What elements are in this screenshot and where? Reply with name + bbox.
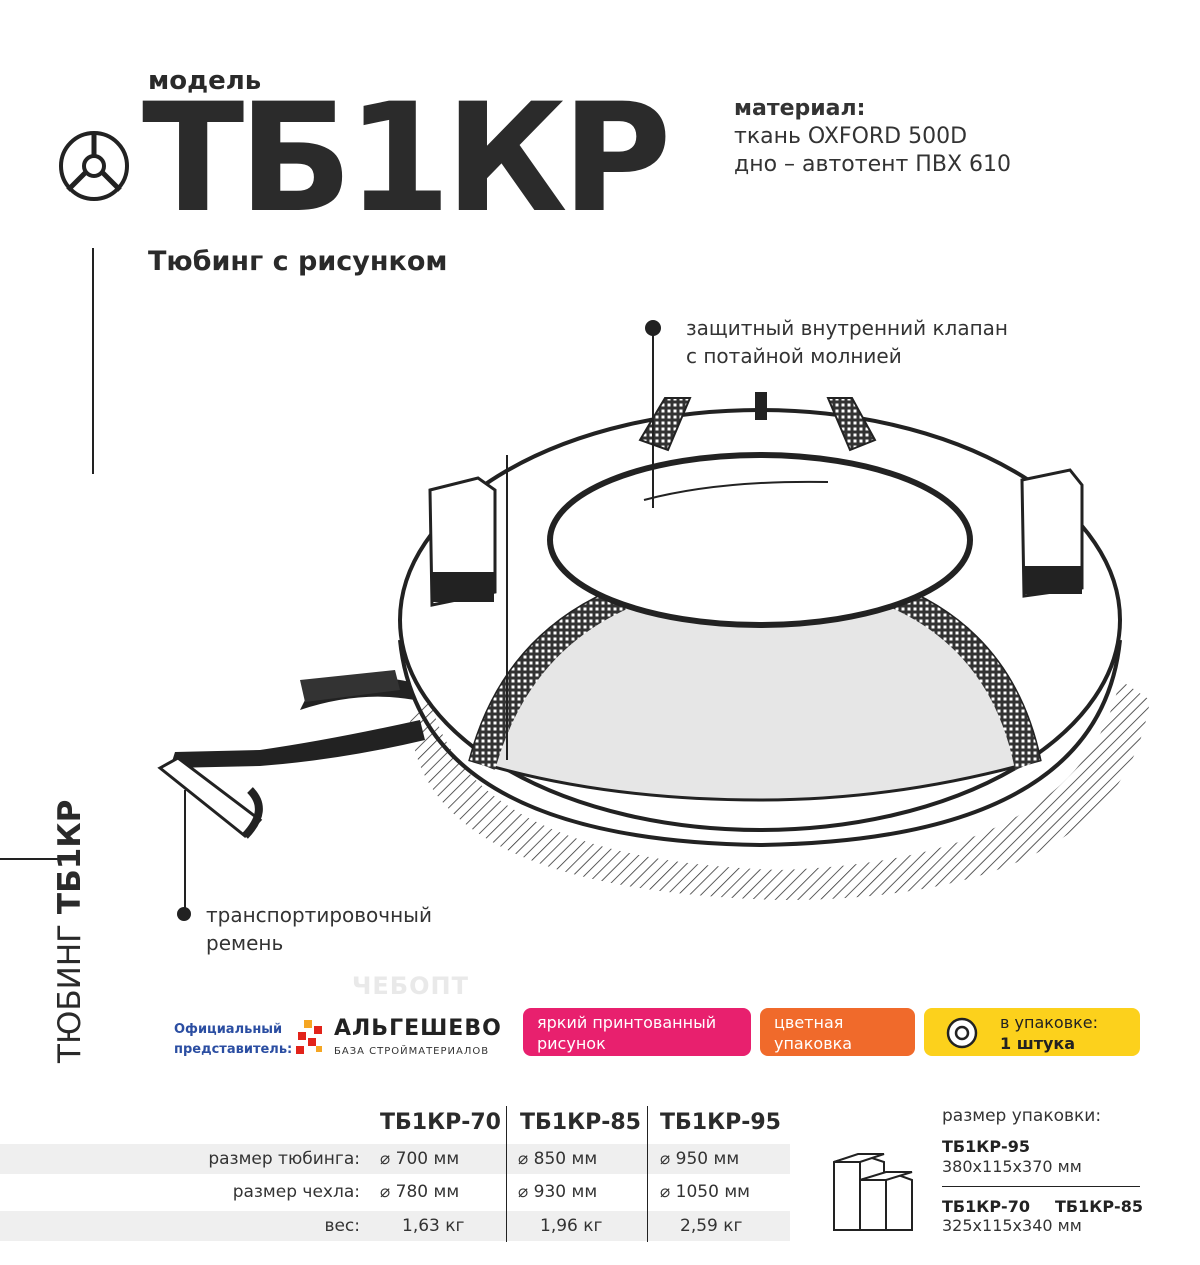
spec-divider-2 <box>647 1106 648 1242</box>
strap-callout-line1: транспортировочный <box>206 903 432 927</box>
official-line2: представитель: <box>174 1042 293 1057</box>
official-dealer-label: Официальный представитель: <box>174 1020 292 1060</box>
diameter-symbol: ⌀ <box>660 1149 671 1169</box>
strap-callout: транспортировочный ремень <box>206 901 432 957</box>
diameter-symbol: ⌀ <box>518 1182 529 1202</box>
valve-pointer-line <box>652 328 654 508</box>
packaging-divider <box>942 1186 1140 1187</box>
product-subtitle: Тюбинг с рисунком <box>148 246 448 277</box>
spec-cell: 1,63 кг <box>402 1216 465 1236</box>
diameter-symbol: ⌀ <box>660 1182 671 1202</box>
right-handle <box>1020 468 1084 598</box>
diameter-symbol: ⌀ <box>380 1182 391 1202</box>
valve-callout-line1: защитный внутренний клапан <box>686 316 1008 340</box>
packaging-title: размер упаковки: <box>942 1106 1102 1126</box>
packaging-model-b2: ТБ1КР-85 <box>1055 1197 1143 1216</box>
packaging-dims-b: 325x115x340 мм <box>942 1216 1082 1235</box>
tubing-shadow <box>410 680 1150 900</box>
spec-value: 1050 мм <box>675 1182 750 1202</box>
packaging-dims-a: 380x115x370 мм <box>942 1157 1082 1176</box>
spec-row-stripe-1 <box>0 1144 790 1174</box>
spec-value: 780 мм <box>395 1182 460 1202</box>
strap-pointer-dot <box>177 907 191 921</box>
strap-callout-line2: ремень <box>206 931 284 955</box>
side-title: ТЮБИНГ ТБ1КР <box>52 800 88 1063</box>
material-bottom: дно – автотент ПВХ 610 <box>734 152 1011 177</box>
color-pack-badge: цветная упаковка <box>760 1008 915 1056</box>
packaging-model-b1: ТБ1КР-70 <box>942 1197 1030 1216</box>
tubing-logo-icon <box>59 131 129 201</box>
spec-row-label-cover: размер чехла: <box>232 1182 360 1202</box>
tubing-center <box>547 452 973 628</box>
dealer-brand: АЛЬГЕШЕВО <box>334 1016 502 1041</box>
spec-cell: ⌀ 780 мм <box>380 1182 459 1202</box>
watermark: ЧЕБОПТ <box>352 972 469 1000</box>
spec-value: 930 мм <box>533 1182 598 1202</box>
spec-col-70: ТБ1КР-70 <box>380 1110 501 1135</box>
spec-cell: ⌀ 1050 мм <box>660 1182 750 1202</box>
valve-callout-line2: с потайной молнией <box>686 344 902 368</box>
valve-callout: защитный внутренний клапан с потайной мо… <box>686 314 1008 370</box>
model-label: модель <box>148 66 262 96</box>
package-boxes-icon <box>833 1152 913 1231</box>
official-line1: Официальный <box>174 1022 283 1037</box>
spec-cell: ⌀ 930 мм <box>518 1182 597 1202</box>
valve-pointer-dot <box>645 320 661 336</box>
strap-pointer-line <box>184 790 186 914</box>
spec-value: 950 мм <box>675 1149 740 1169</box>
packaging-model-a: ТБ1КР-95 <box>942 1137 1030 1156</box>
tubing-count-icon <box>946 1017 978 1049</box>
bright-print-line1: яркий принтованный <box>537 1013 717 1032</box>
spec-cell: ⌀ 950 мм <box>660 1149 739 1169</box>
left-divider-line <box>92 248 94 474</box>
color-pack-line2: упаковка <box>774 1034 853 1053</box>
left-tick-line <box>0 858 64 860</box>
tubing-illustration <box>157 392 1150 900</box>
in-pack-line1: в упаковке: <box>1000 1013 1099 1032</box>
color-pack-line1: цветная <box>774 1013 844 1032</box>
transport-strap <box>300 670 400 702</box>
dealer-logo-icon <box>296 1020 322 1054</box>
spec-row-label-size: размер тюбинга: <box>208 1149 360 1169</box>
spec-cell: 1,96 кг <box>540 1216 603 1236</box>
strap-handle <box>157 756 263 839</box>
side-title-prefix: ТЮБИНГ <box>52 914 88 1063</box>
spec-row-stripe-3 <box>0 1211 790 1241</box>
side-title-name: ТБ1КР <box>52 799 88 915</box>
spec-col-95: ТБ1КР-95 <box>660 1110 781 1135</box>
material-fabric: ткань OXFORD 500D <box>734 124 968 149</box>
spec-cell: 2,59 кг <box>680 1216 743 1236</box>
spec-row-label-weight: вес: <box>324 1216 360 1236</box>
material-title: материал: <box>734 96 866 121</box>
model-name: ТБ1КР <box>142 72 672 246</box>
dealer-brand-sub: БАЗА СТРОЙМАТЕРИАЛОВ <box>334 1046 490 1057</box>
spec-cell: ⌀ 700 мм <box>380 1149 459 1169</box>
spec-value: 700 мм <box>395 1149 460 1169</box>
diameter-symbol: ⌀ <box>380 1149 391 1169</box>
spec-cell: ⌀ 850 мм <box>518 1149 597 1169</box>
spec-divider-1 <box>506 1106 507 1242</box>
bright-print-badge: яркий принтованный рисунок <box>523 1008 751 1056</box>
diameter-symbol: ⌀ <box>518 1149 529 1169</box>
in-pack-line2: 1 штука <box>1000 1034 1076 1053</box>
bright-print-line2: рисунок <box>537 1034 606 1053</box>
spec-value: 850 мм <box>533 1149 598 1169</box>
spec-col-85: ТБ1КР-85 <box>520 1110 641 1135</box>
